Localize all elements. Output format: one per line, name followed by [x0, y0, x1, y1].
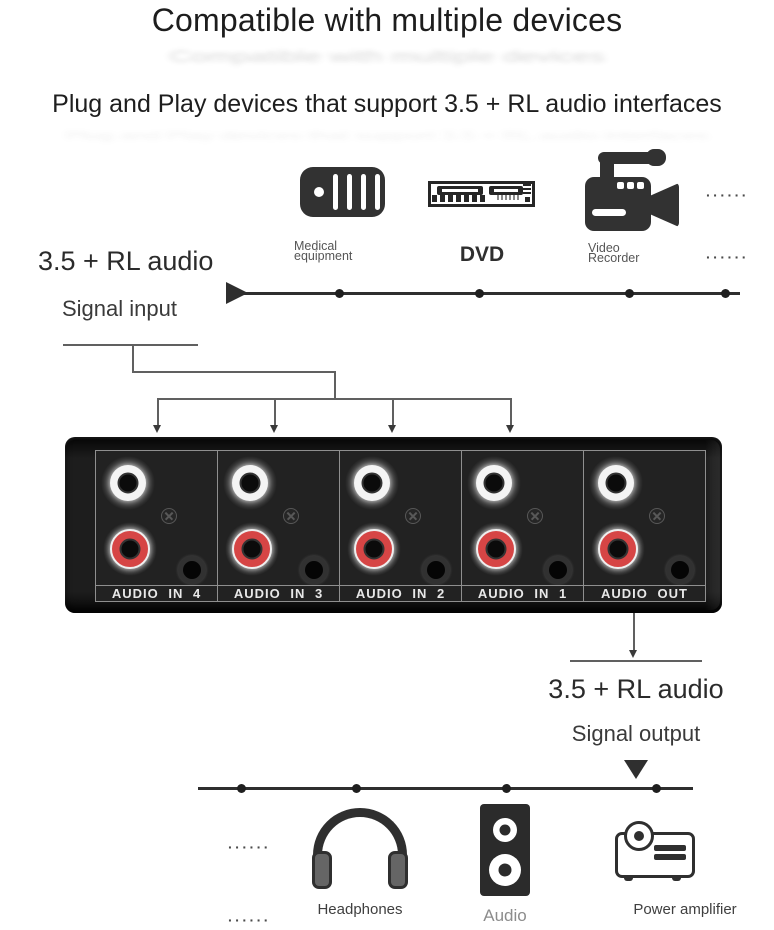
rca-red-jack	[224, 521, 280, 577]
medical-dot	[314, 187, 324, 197]
input-audio-label: 3.5 + RL audio	[38, 246, 214, 276]
more-devices-dots-top: ······	[706, 187, 749, 203]
screw-icon	[649, 508, 665, 524]
rca-white-jack	[100, 455, 156, 511]
aux-35mm-jack	[178, 556, 206, 584]
input-arrow	[153, 425, 161, 433]
output-node-headphones	[352, 784, 361, 793]
branch-drop	[157, 398, 159, 426]
rca-red-jack	[590, 521, 646, 577]
title-reflection: Compatible with multiple devices	[169, 47, 605, 66]
input-node-medical	[335, 289, 344, 298]
more-sinks-dots-bottom: ······	[228, 912, 271, 928]
aux-35mm-jack	[544, 556, 572, 584]
input-arrow	[270, 425, 278, 433]
speaker-icon	[480, 804, 530, 896]
input-bus-line	[242, 292, 740, 295]
output-node-more	[237, 784, 246, 793]
rca-red-jack	[102, 521, 158, 577]
medical-equipment-label: Medical equipment	[294, 239, 353, 263]
rca-white-jack	[588, 455, 644, 511]
aux-35mm-jack	[422, 556, 450, 584]
speaker-label: Audio	[483, 906, 527, 925]
port-label: AUDIO OUT	[584, 585, 705, 601]
rca-white-jack	[466, 455, 522, 511]
signal-input-underline	[63, 344, 198, 346]
more-devices-dots-bottom: ······	[706, 249, 749, 265]
branch-distributor	[158, 398, 512, 400]
output-drop-line	[633, 613, 635, 653]
port-audio-in-2: AUDIO IN 2	[339, 450, 462, 602]
screw-icon	[527, 508, 543, 524]
dvd-label: DVD	[459, 243, 505, 266]
port-label: AUDIO IN 1	[462, 585, 583, 601]
audio-switcher-panel: AUDIO IN 4 AUDIO IN 3 AUDIO IN 2	[95, 450, 706, 602]
output-audio-label: 3.5 + RL audio	[548, 674, 724, 704]
power-amplifier-label: Power amplifier	[633, 901, 737, 918]
input-signal-label: Signal input	[62, 296, 177, 321]
output-node-amplifier	[652, 784, 661, 793]
port-audio-in-3: AUDIO IN 3	[217, 450, 340, 602]
rca-white-jack	[222, 455, 278, 511]
rca-red-jack	[346, 521, 402, 577]
port-label: AUDIO IN 3	[218, 585, 339, 601]
port-audio-in-1: AUDIO IN 1	[461, 450, 584, 602]
screw-icon	[405, 508, 421, 524]
port-label: AUDIO IN 2	[340, 585, 461, 601]
output-arrow	[629, 650, 637, 658]
output-node-audio	[502, 784, 511, 793]
branch-drop	[274, 398, 276, 426]
input-arrow	[388, 425, 396, 433]
input-node-dvd	[475, 289, 484, 298]
more-sinks-dots-top: ······	[228, 839, 271, 855]
screw-icon	[283, 508, 299, 524]
rca-red-jack	[468, 521, 524, 577]
output-bus-line	[198, 787, 693, 790]
input-node-more	[721, 289, 730, 298]
aux-35mm-jack	[666, 556, 694, 584]
port-label: AUDIO IN 4	[96, 585, 217, 601]
output-signal-label: Signal output	[571, 721, 701, 746]
page-subtitle: Plug and Play devices that support 3.5 +…	[52, 90, 722, 118]
branch-drop	[392, 398, 394, 426]
input-bus-arrowhead	[226, 282, 248, 304]
port-audio-in-4: AUDIO IN 4	[95, 450, 218, 602]
rca-white-jack	[344, 455, 400, 511]
branch-line	[132, 371, 335, 373]
branch-line	[334, 371, 336, 399]
port-audio-out: AUDIO OUT	[583, 450, 706, 602]
aux-35mm-jack	[300, 556, 328, 584]
dvd-player-icon	[428, 181, 535, 207]
medical-equipment-icon	[300, 167, 385, 217]
headphones-label: Headphones	[317, 901, 403, 918]
branch-drop	[510, 398, 512, 426]
screw-icon	[161, 508, 177, 524]
output-underline	[570, 660, 702, 662]
output-big-arrow	[624, 760, 648, 779]
branch-line	[132, 344, 134, 372]
input-arrow	[506, 425, 514, 433]
video-recorder-label: Video Recorder	[588, 241, 640, 265]
subtitle-reflection: Plug and Play devices that support 3.5 +…	[65, 129, 709, 143]
page-title: Compatible with multiple devices	[151, 2, 623, 38]
input-node-recorder	[625, 289, 634, 298]
